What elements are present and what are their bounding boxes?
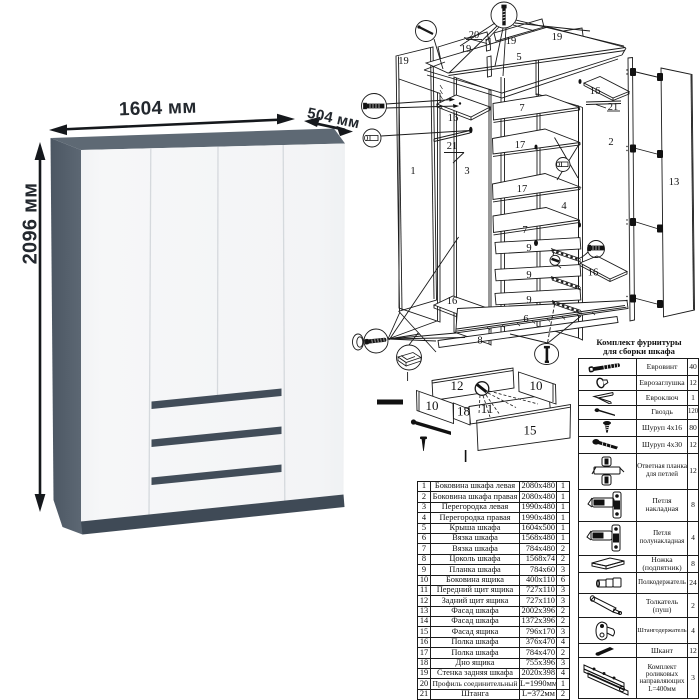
svg-text:2096 мм: 2096 мм bbox=[20, 183, 42, 265]
svg-text:2: 2 bbox=[608, 137, 613, 148]
svg-text:19: 19 bbox=[552, 32, 563, 43]
svg-text:9: 9 bbox=[526, 243, 531, 254]
svg-text:6: 6 bbox=[523, 314, 528, 325]
svg-text:16: 16 bbox=[590, 86, 601, 97]
svg-text:21: 21 bbox=[608, 102, 619, 113]
svg-text:7: 7 bbox=[522, 225, 527, 236]
svg-text:19: 19 bbox=[506, 36, 517, 47]
svg-text:16: 16 bbox=[447, 296, 458, 307]
svg-text:7: 7 bbox=[519, 103, 524, 114]
svg-text:1604 мм: 1604 мм bbox=[119, 97, 197, 121]
svg-text:11: 11 bbox=[481, 401, 494, 416]
svg-text:17: 17 bbox=[517, 184, 528, 195]
svg-text:4: 4 bbox=[561, 201, 567, 212]
svg-text:19: 19 bbox=[461, 44, 472, 55]
svg-text:19: 19 bbox=[398, 56, 409, 67]
svg-text:5: 5 bbox=[516, 52, 521, 63]
svg-text:18: 18 bbox=[457, 404, 470, 419]
svg-text:13: 13 bbox=[669, 177, 680, 188]
svg-text:1: 1 bbox=[410, 166, 415, 177]
svg-text:8: 8 bbox=[477, 336, 482, 347]
svg-text:16: 16 bbox=[588, 268, 599, 279]
svg-text:15: 15 bbox=[524, 423, 537, 438]
svg-text:12: 12 bbox=[451, 378, 464, 393]
svg-text:20: 20 bbox=[469, 30, 480, 41]
svg-text:3: 3 bbox=[464, 166, 469, 177]
svg-text:10: 10 bbox=[530, 378, 543, 393]
svg-text:17: 17 bbox=[515, 140, 526, 151]
svg-text:21: 21 bbox=[447, 141, 458, 152]
svg-text:16: 16 bbox=[448, 113, 459, 124]
svg-text:9: 9 bbox=[526, 295, 531, 306]
svg-text:10: 10 bbox=[426, 398, 439, 413]
svg-text:9: 9 bbox=[526, 270, 531, 281]
